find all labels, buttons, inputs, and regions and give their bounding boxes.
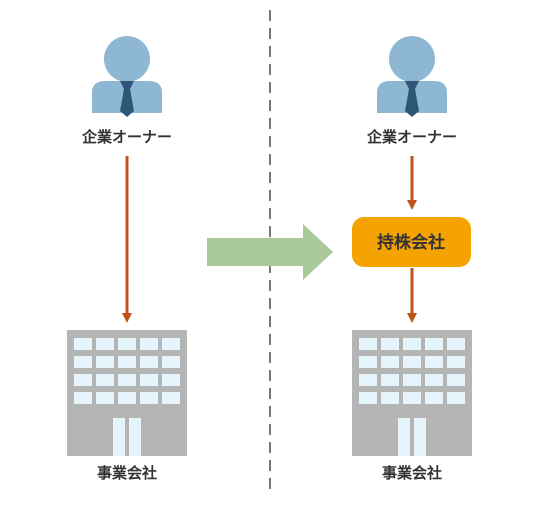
left-company-label: 事業会社	[97, 464, 157, 482]
holding-company-label: 持株会社	[377, 232, 445, 253]
person-icon	[92, 36, 162, 117]
building-icon	[67, 330, 187, 456]
person-icon	[377, 36, 447, 117]
building-icon	[352, 330, 472, 456]
transition-arrow-icon	[207, 224, 333, 280]
left-owner-label: 企業オーナー	[81, 128, 172, 146]
right-owner-label: 企業オーナー	[366, 128, 457, 146]
right-company-label: 事業会社	[382, 464, 442, 482]
holding-company-box	[352, 217, 471, 267]
